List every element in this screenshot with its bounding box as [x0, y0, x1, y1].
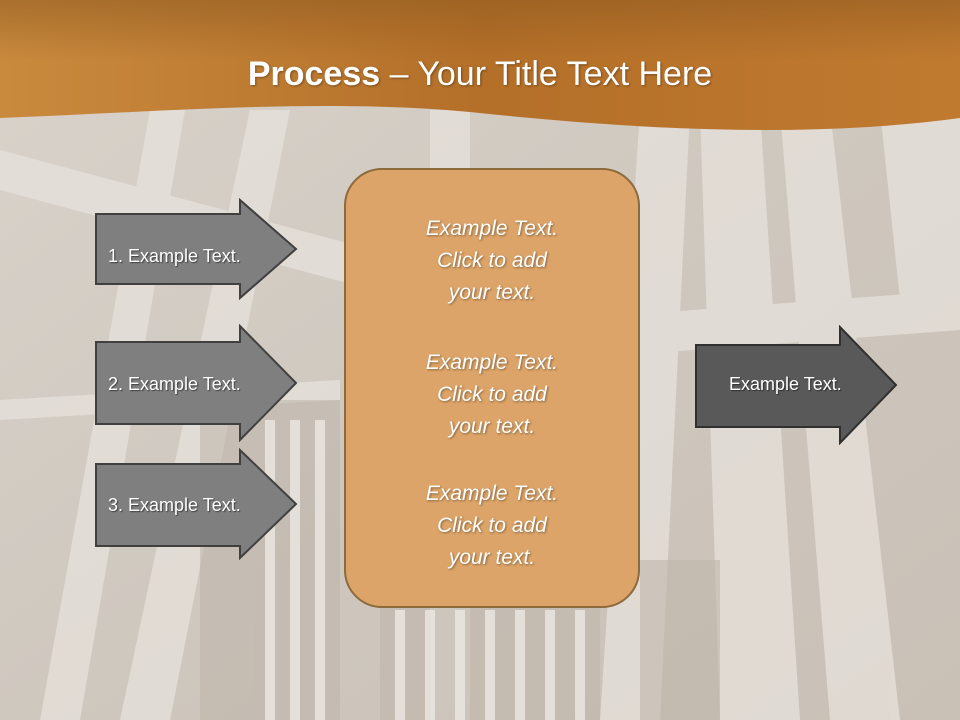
center-text-1-line-3: your text. [448, 281, 536, 304]
input-arrow-2 [95, 324, 298, 442]
input-arrow-3-label: 3. Example Text. [108, 495, 241, 515]
center-text-3-line-3: your text. [448, 546, 536, 569]
center-text-2-line-2: Click to add [437, 383, 547, 406]
center-text-2-line-3: your text. [448, 415, 536, 438]
input-arrow-1-label: 1. Example Text. [108, 246, 241, 266]
slide-title-bold: Process [247, 55, 381, 93]
input-arrow-1 [95, 198, 298, 300]
center-text-1-line-1: Example Text. [425, 217, 559, 240]
input-arrow-2-label: 2. Example Text. [108, 374, 241, 394]
center-text-3-line-2: Click to add [437, 514, 547, 537]
center-process-box [344, 168, 640, 608]
center-text-block-1: Example Text. Click to add your text. [344, 213, 640, 309]
slide-title: Process – Your Title Text Here [0, 52, 960, 96]
center-text-1-line-2: Click to add [437, 249, 547, 272]
center-text-3-line-1: Example Text. [425, 482, 559, 505]
slide-title-rest: – Your Title Text Here [380, 55, 713, 93]
center-text-2-line-1: Example Text. [425, 351, 559, 374]
input-arrow-3 [95, 448, 298, 560]
center-text-block-3: Example Text. Click to add your text. [344, 478, 640, 574]
output-arrow [695, 325, 898, 445]
center-text-block-2: Example Text. Click to add your text. [344, 347, 640, 443]
output-arrow-label: Example Text. [729, 374, 842, 394]
